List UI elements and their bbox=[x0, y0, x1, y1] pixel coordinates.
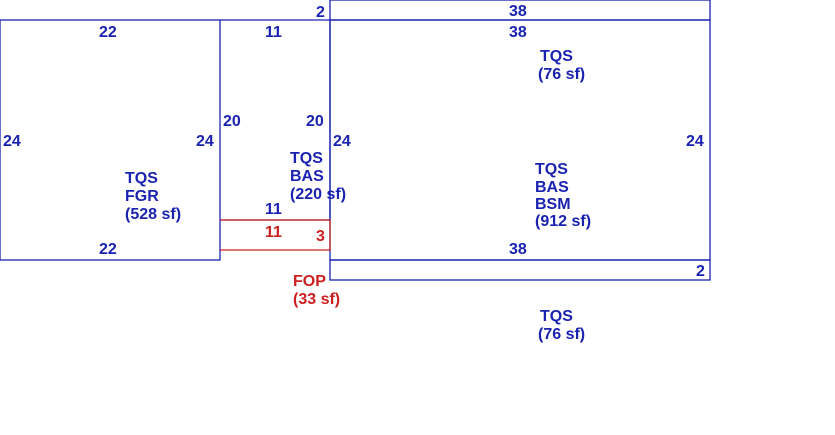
main-label-line: BAS bbox=[535, 179, 569, 196]
main-label-line: BSM bbox=[535, 196, 571, 213]
dim-main-left: 24 bbox=[333, 133, 351, 150]
top-strip-label-line: TQS bbox=[540, 48, 573, 65]
fgr-label: TQS FGR (528 sf) bbox=[125, 170, 181, 223]
main-outline bbox=[329, 19, 711, 261]
fop-label-line: (33 sf) bbox=[293, 291, 340, 308]
bas-left-label-line: TQS bbox=[290, 150, 323, 167]
dim-fgr-top: 22 bbox=[99, 24, 117, 41]
dim-bas-bottom: 11 bbox=[265, 201, 282, 218]
dim-top-strip-height: 2 bbox=[316, 4, 325, 21]
top-strip-label-line: (76 sf) bbox=[538, 66, 585, 83]
main-label-line: (912 sf) bbox=[535, 213, 591, 230]
bottom-strip-label-line: TQS bbox=[540, 308, 573, 325]
top-strip-label: TQS (76 sf) bbox=[538, 48, 585, 83]
bottom-strip-label-line: (76 sf) bbox=[538, 326, 585, 343]
main-label: TQS BAS BSM (912 sf) bbox=[535, 161, 591, 230]
dim-fop-depth: 3 bbox=[316, 228, 325, 245]
dim-top-strip-width: 38 bbox=[509, 3, 527, 20]
fgr-label-line: TQS bbox=[125, 170, 158, 187]
fgr-label-line: (528 sf) bbox=[125, 206, 181, 223]
fop-label: FOP (33 sf) bbox=[293, 273, 340, 308]
fop-outline bbox=[220, 219, 331, 251]
dim-fgr-bottom: 22 bbox=[99, 241, 117, 258]
fgr-outline bbox=[0, 19, 221, 261]
fgr-label-line: FGR bbox=[125, 188, 159, 205]
dim-main-top: 38 bbox=[509, 24, 527, 41]
dim-bottom-strip-height: 2 bbox=[696, 263, 705, 280]
dim-fgr-right: 24 bbox=[196, 133, 214, 150]
dim-main-right: 24 bbox=[686, 133, 704, 150]
dim-bas-left: 20 bbox=[223, 113, 241, 130]
dim-main-bottom: 38 bbox=[509, 241, 527, 258]
bottom-strip-outline bbox=[329, 259, 711, 281]
bas-left-label-line: (220 sf) bbox=[290, 186, 346, 203]
main-label-line: TQS bbox=[535, 161, 568, 178]
dim-fop-width: 11 bbox=[265, 224, 282, 241]
bas-left-label-line: BAS bbox=[290, 168, 324, 185]
bas-left-label: TQS BAS (220 sf) bbox=[290, 150, 346, 203]
dim-bas-right: 20 bbox=[306, 113, 324, 130]
dim-fgr-left: 24 bbox=[3, 133, 21, 150]
dim-bas-top: 11 bbox=[265, 24, 282, 41]
bottom-strip-label: TQS (76 sf) bbox=[538, 308, 585, 343]
fop-label-line: FOP bbox=[293, 273, 326, 290]
